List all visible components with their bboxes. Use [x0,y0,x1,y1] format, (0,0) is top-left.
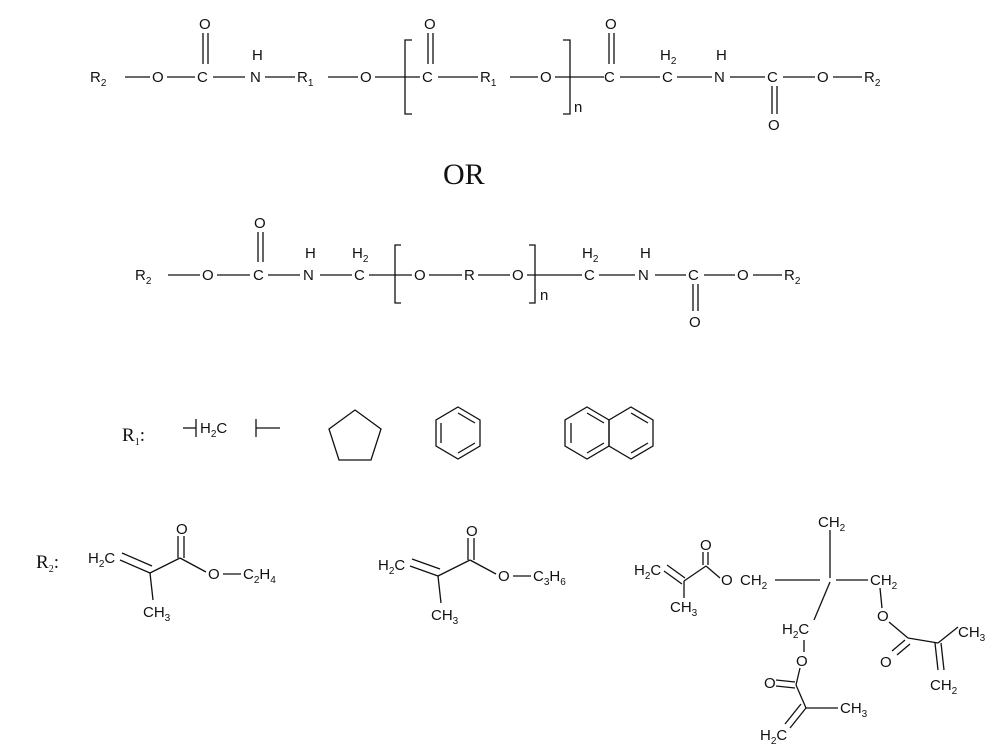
ester-oxygen-label: O [498,568,510,585]
carbonyl-oxygen-label: O [689,314,701,331]
h2c-label: H2​C [88,550,115,570]
top-ch2-label: CH2​ [818,514,846,534]
carbonyl-oxygen-label: O [254,215,266,232]
ch3-label: CH3​ [670,599,698,619]
oxygen-label: O [540,69,552,86]
carbonyl-oxygen-label: O [605,16,617,33]
oxygen-label: O [360,69,372,86]
r2-options: R2​: H2​C CH3​ O O C2​H4​ H2​C CH3​ [36,514,986,747]
carbonyl-oxygen-label: O [880,654,892,671]
ch2-label: CH2​ [740,572,768,592]
methylene-carbon-label: C [584,267,595,284]
methylene-carbon-label: C [662,69,673,86]
carbonyl-oxygen-label: O [176,521,188,538]
r-group-label: R [464,267,475,284]
oxygen-label: O [414,267,426,284]
carbonyl-carbon-label: C [688,267,699,284]
ch3-label: CH3​ [840,700,868,720]
ethylene-chain-label: C2​H4​ [243,566,276,586]
amine-h-label: H [640,245,651,262]
repeat-n-label: n [574,99,582,116]
repeat-bracket-right [529,245,535,303]
amine-n-label: N [714,69,725,86]
methylene-h2-label: H2​ [352,245,369,265]
r2-option-ethyl-methacrylate: H2​C CH3​ O O C2​H4​ [88,521,276,624]
carbonyl-oxygen-label: O [466,523,478,540]
propylene-chain-label: C3​H6​ [533,568,566,588]
h2c-label: H2​C [782,621,809,641]
r2-left-label: R2​ [135,267,152,287]
carbonyl-carbon-label: C [604,69,615,86]
r2-option-propyl-methacrylate: H2​C CH3​ O O C3​H6​ [378,523,566,627]
amine-n-label: N [638,267,649,284]
repeat-bracket-left [395,245,401,303]
ch3-label: CH3​ [958,624,986,644]
amine-h-label: H [716,47,727,64]
or-label: OR [443,158,485,191]
structure-1: R2​ O C O H N R1​ O C O R1​ O n C O H2​ … [90,16,881,134]
methylene-h2-label: H2​ [582,245,599,265]
amine-h-label: H [305,245,316,262]
r2-left-label: R2​ [90,69,107,89]
oxygen-label: O [817,69,829,86]
amine-n-label: N [303,267,314,284]
methylene-carbon-label: C [354,267,365,284]
carbonyl-oxygen-label: O [424,16,436,33]
r1-label: R1​ [480,69,497,89]
ester-oxygen-label: O [796,653,808,670]
r1-label: R1​ [297,69,314,89]
methylene-unit-label: H2​C [200,420,227,440]
ch3-label: CH3​ [143,604,171,624]
h2c-label: H2​C [634,562,661,582]
r2-options-label: R2​: [36,552,59,575]
oxygen-label: O [202,267,214,284]
r2-right-label: R2​ [784,267,801,287]
h2c-label: H2​C [378,557,405,577]
r1-options-label: R1​: [122,425,145,448]
r2-option-trimethacrylate: CH2​ H2​C CH3​ O O CH2​ CH2​ O O [634,514,986,747]
ch2-label: CH2​ [870,572,898,592]
carbonyl-carbon-label: C [197,69,208,86]
ch2-terminal-label: CH2​ [930,677,958,697]
methylene-h2-label: H2​ [660,47,677,67]
carbonyl-carbon-label: C [767,69,778,86]
repeat-n-label: n [540,287,548,304]
carbonyl-oxygen-label: O [768,117,780,134]
carbonyl-oxygen-label: O [700,537,712,554]
carbonyl-oxygen-label: O [199,16,211,33]
cyclopentane-icon [329,410,381,460]
oxygen-label: O [152,69,164,86]
naphthalene-icon [565,407,653,459]
oxygen-label: O [512,267,524,284]
carbonyl-oxygen-label: O [764,675,776,692]
r2-right-label: R2​ [864,69,881,89]
ester-oxygen-label: O [208,566,220,583]
oxygen-label: O [737,267,749,284]
benzene-icon [436,407,480,459]
h2c-terminal-label: H2​C [760,727,787,747]
carbonyl-carbon-label: C [253,267,264,284]
ch3-label: CH3​ [431,607,459,627]
structure-2: R2​ O C O H N H2​ C O R O n H2​ C H N C … [135,215,801,331]
ester-oxygen-label: O [877,608,889,625]
amine-h-label: H [252,47,263,64]
ester-oxygen-label: O [721,572,733,589]
amine-n-label: N [250,69,261,86]
r1-options: R1​: H2​C [122,407,653,460]
carbonyl-carbon-label: C [422,69,433,86]
